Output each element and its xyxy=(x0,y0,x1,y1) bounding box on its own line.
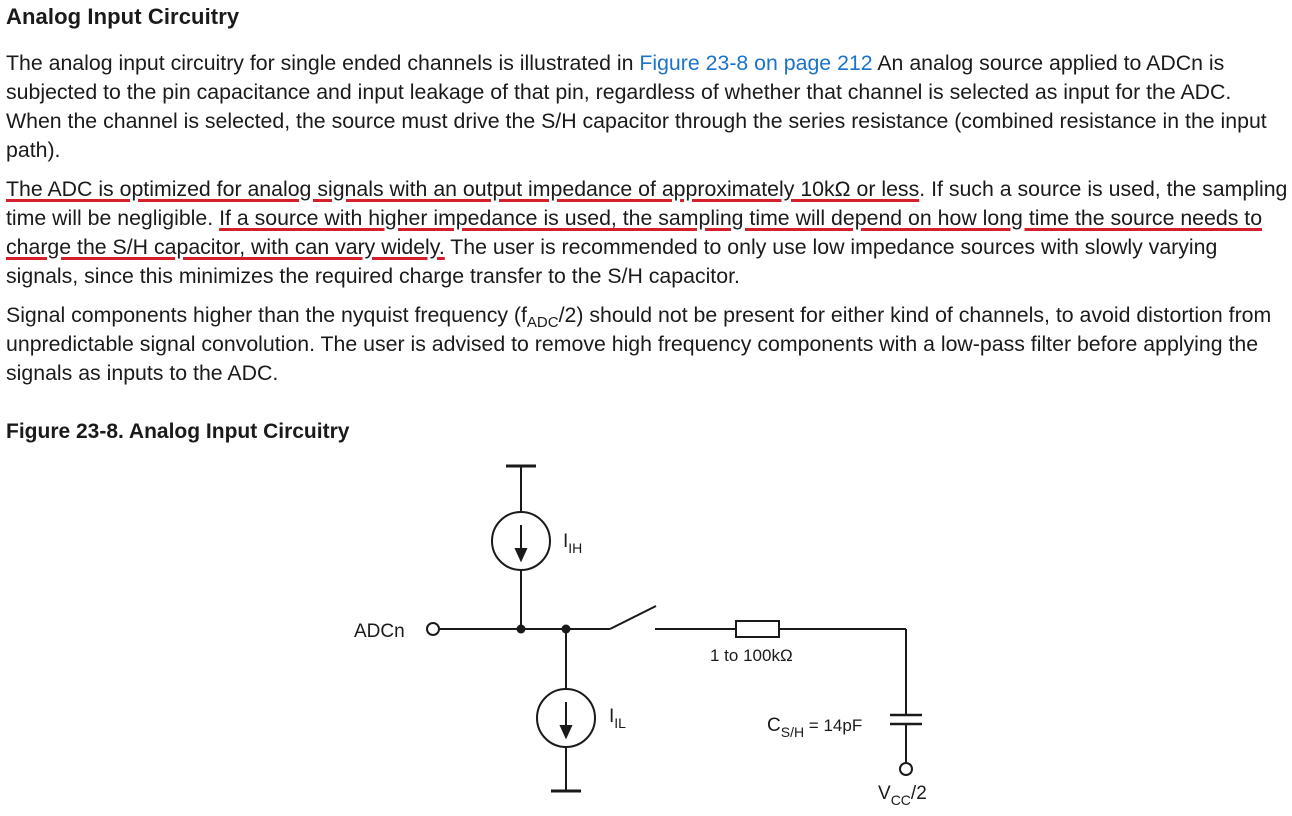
paragraph2-text-b: The user is recommended to only use low … xyxy=(6,235,1218,288)
paragraph3-subscript: ADC xyxy=(526,314,559,331)
highlight-underline-1: The ADC is optimized for analog signals … xyxy=(6,177,920,201)
figure-link[interactable]: Figure 23-8 on page 212 xyxy=(639,51,873,75)
junction-dot-2 xyxy=(561,624,571,634)
iil-label: IIL xyxy=(609,706,626,731)
adcn-label: ADCn xyxy=(354,621,405,642)
paragraph1-text-b: An analog source applied to ADCn is subj… xyxy=(6,51,1267,162)
figure-title: Figure 23-8. Analog Input Circuitry xyxy=(6,420,350,443)
switch xyxy=(609,605,657,630)
iih-label-main: I xyxy=(563,531,568,552)
paragraph-impedance: The ADC is optimized for analog signals … xyxy=(6,175,1288,291)
iih-arrow-head xyxy=(514,548,528,563)
vcc-label: VCC/2 xyxy=(878,783,927,808)
cap-label-main: C xyxy=(767,715,781,736)
iih-label-sub: IH xyxy=(568,540,582,556)
adcn-pin-terminal xyxy=(426,622,440,636)
iil-arrow-head xyxy=(559,725,573,740)
highlight-underline-2: If a source with higher impedance is use… xyxy=(6,206,1263,259)
cap-label-sub: S/H xyxy=(781,724,804,740)
vcc-terminal xyxy=(899,762,913,776)
capacitor-label: CS/H = 14pF xyxy=(767,715,862,740)
paragraph2-text-a: . If such a source is used, the sampling… xyxy=(6,177,1288,230)
iih-label: IIH xyxy=(563,531,582,556)
cap-label-value: = 14pF xyxy=(804,716,862,735)
paragraph-input-circuitry: The analog input circuitry for single en… xyxy=(6,49,1288,165)
vcc-label-sub: CC xyxy=(891,792,911,808)
paragraph-nyquist: Signal components higher than the nyquis… xyxy=(6,301,1288,388)
iil-label-main: I xyxy=(609,706,614,727)
iil-label-sub: IL xyxy=(614,715,626,731)
section-title: Analog Input Circuitry xyxy=(6,4,240,29)
vcc-label-suffix: /2 xyxy=(911,783,927,804)
paragraph3-text-a: Signal components higher than the nyquis… xyxy=(6,303,527,327)
paragraph3-text-b: /2) should not be present for either kin… xyxy=(6,303,1272,385)
junction-dot-1 xyxy=(516,624,526,634)
paragraph1-text-a: The analog input circuitry for single en… xyxy=(6,51,640,75)
resistor xyxy=(735,620,780,638)
resistor-label: 1 to 100kΩ xyxy=(710,646,793,665)
vcc-label-main: V xyxy=(878,783,891,804)
